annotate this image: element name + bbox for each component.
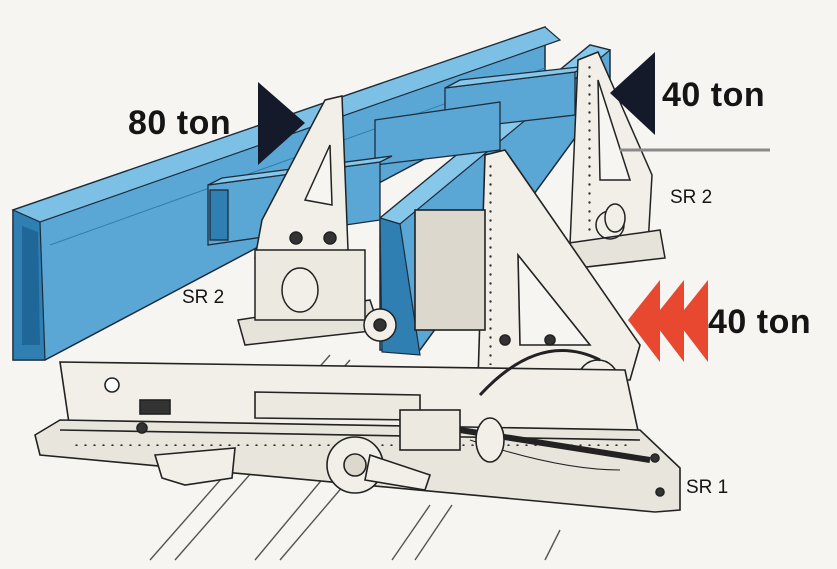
base-unit-label: SR 1 [686, 477, 729, 498]
red-triple-chevron-icon [628, 280, 708, 362]
left-tower-sr2 [237, 95, 397, 346]
left-force-label: 80 ton [128, 104, 232, 142]
right-force-label: 40 ton [708, 303, 812, 341]
top-right-force-label: 40 ton [662, 76, 766, 114]
middle-unit-label: SR 2 [182, 287, 225, 308]
upper-unit-label: SR 2 [670, 187, 713, 208]
straightening-bench [34, 349, 681, 513]
black-force-arrow-icon [610, 52, 655, 135]
black-force-arrow-icon [258, 82, 305, 165]
rear-tower-sr2 [554, 51, 666, 271]
